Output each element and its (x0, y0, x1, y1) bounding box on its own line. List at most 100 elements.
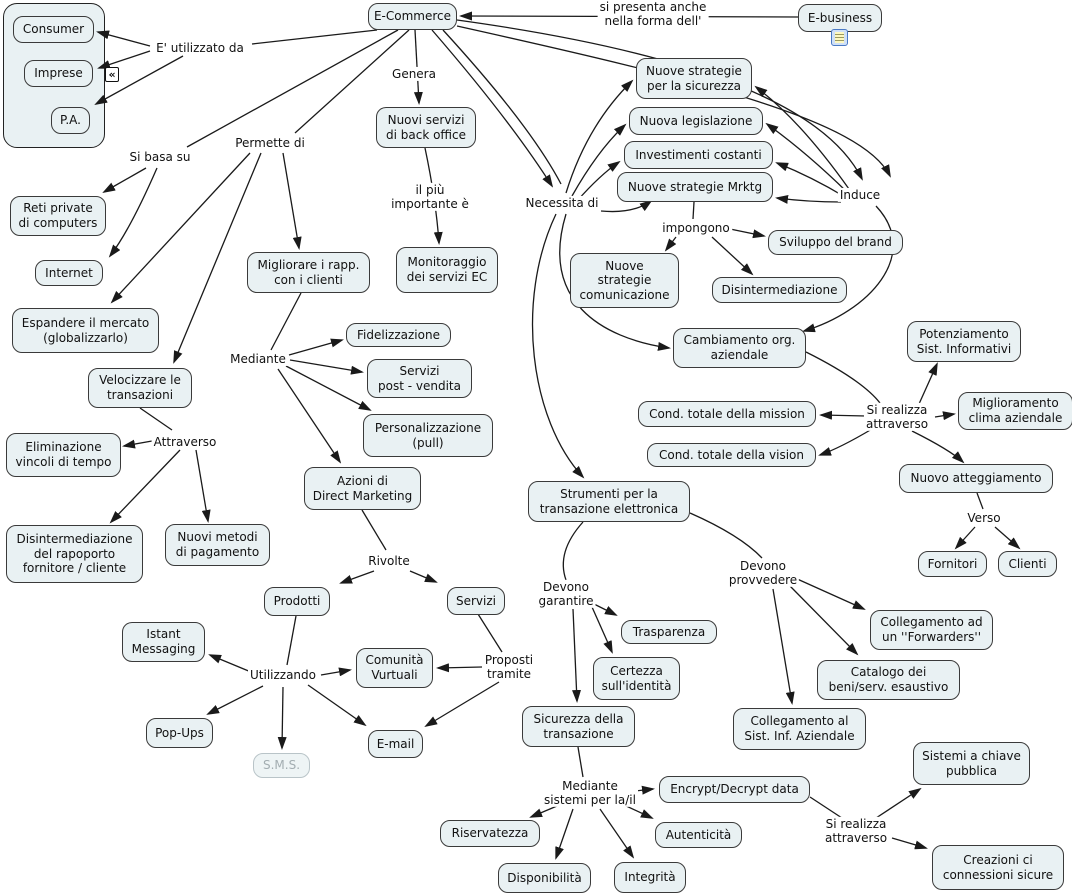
node-espandere-mercato[interactable]: Espandere il mercato (globalizzarlo) (12, 308, 159, 353)
edge-33 (805, 351, 881, 404)
edge-24 (754, 85, 850, 190)
edge-42 (139, 407, 173, 431)
node-azioni-direct-marketing[interactable]: Azioni di Direct Marketing (304, 467, 421, 510)
node-servizi[interactable]: Servizi (447, 587, 505, 615)
node-nuove-strategie-sicurezza[interactable]: Nuove strategie per la sicurezza (636, 58, 752, 99)
node-migliorare-rapporti[interactable]: Migliorare i rapp. con i clienti (247, 252, 370, 293)
edge-74 (599, 808, 635, 859)
node-collegamento-forwarders[interactable]: Collegamento ad un ''Forwarders'' (870, 610, 993, 650)
node-fidelizzazione[interactable]: Fidelizzazione (346, 323, 451, 347)
node-nuovi-metodi-pagamento[interactable]: Nuovi metodi di pagamento (165, 524, 270, 566)
node-integrita[interactable]: Integrità (614, 862, 686, 893)
node-certezza-identita[interactable]: Certezza sull'identità (593, 657, 680, 700)
edge-3 (94, 55, 184, 105)
label-il-piu-importante[interactable]: il più importante è (389, 182, 471, 212)
label-verso[interactable]: Verso (965, 510, 1003, 526)
node-monitoraggio-servizi[interactable]: Monitoraggio dei servizi EC (396, 247, 498, 293)
node-ebusiness[interactable]: E-business (798, 4, 882, 32)
node-sicurezza-transazione[interactable]: Sicurezza della transazione (522, 706, 635, 747)
edge-48 (289, 359, 364, 375)
node-consumer[interactable]: Consumer (13, 16, 94, 43)
collapse-icon[interactable]: « (105, 67, 119, 82)
node-disintermediazione[interactable]: Disintermediazione (712, 277, 847, 303)
label-induce[interactable]: Induce (837, 187, 883, 203)
node-sms[interactable]: S.M.S. (253, 753, 310, 778)
label-si-presenta[interactable]: si presenta anche nella forma dell' (597, 0, 709, 29)
edge-44 (109, 449, 181, 524)
node-comunita-virtuali[interactable]: Comunità Vurtuali (356, 648, 433, 688)
label-permette-di[interactable]: Permette di (233, 135, 307, 151)
node-nuova-legislazione[interactable]: Nuova legislazione (629, 107, 763, 135)
node-trasparenza[interactable]: Trasparenza (621, 620, 717, 644)
label-si-realizza-attraverso-2[interactable]: Si realizza attraverso (822, 816, 890, 846)
node-riservatezza[interactable]: Riservatezza (440, 820, 540, 847)
node-potenziamento-sist[interactable]: Potenziamento Sist. Informativi (907, 321, 1021, 362)
label-impongono[interactable]: impongono (660, 220, 732, 236)
label-devono-garantire[interactable]: Devono garantire (536, 579, 596, 609)
node-fornitori[interactable]: Fornitori (918, 551, 987, 577)
node-nuove-strategie-mrktg[interactable]: Nuove strategie Mrktg (617, 172, 773, 202)
edge-60 (477, 613, 503, 653)
label-rivolte[interactable]: Rivolte (366, 553, 412, 569)
label-necessita-di[interactable]: Necessita di (523, 195, 601, 211)
edge-43 (122, 439, 153, 449)
node-autenticita[interactable]: Autenticità (655, 822, 742, 848)
edge-70 (772, 588, 795, 705)
node-strumenti-transazione[interactable]: Strumenti per la transazione elettronica (528, 481, 690, 522)
node-cond-mission[interactable]: Cond. totale della mission (638, 401, 816, 427)
edge-5 (102, 167, 147, 193)
edge-7 (294, 29, 410, 134)
node-personalizzazione[interactable]: Personalizzazione (pull) (363, 414, 493, 457)
node-encrypt-decrypt[interactable]: Encrypt/Decrypt data (659, 776, 810, 803)
label-mediante-sistemi[interactable]: Mediante sistemi per la/il (542, 778, 638, 808)
edge-45 (195, 449, 211, 523)
node-clienti[interactable]: Clienti (998, 551, 1057, 577)
node-investimenti-costanti[interactable]: Investimenti costanti (624, 141, 773, 169)
node-disponibilita[interactable]: Disponibilità (498, 863, 591, 893)
node-sistemi-chiave-pubblica[interactable]: Sistemi a chiave pubblica (913, 742, 1030, 785)
node-pa[interactable]: P.A. (51, 107, 90, 134)
node-sviluppo-brand[interactable]: Sviluppo del brand (768, 230, 903, 255)
edge-10 (282, 152, 302, 250)
edge-28 (802, 205, 894, 333)
edge-14 (431, 29, 554, 188)
node-nuovo-atteggiamento[interactable]: Nuovo atteggiamento (899, 464, 1053, 493)
edge-38 (911, 430, 965, 464)
label-genera[interactable]: Genera (390, 66, 438, 82)
label-proposti-tramite[interactable]: Proposti tramite (482, 652, 536, 682)
edge-73 (555, 808, 574, 860)
label-attraverso[interactable]: Attraverso (151, 434, 219, 450)
label-si-basa-su[interactable]: Si basa su (127, 149, 193, 165)
edge-62 (424, 681, 500, 728)
node-internet[interactable]: Internet (35, 260, 103, 286)
node-email[interactable]: E-mail (368, 730, 423, 758)
node-nuovi-servizi-back-office[interactable]: Nuovi servizi di back office (376, 107, 476, 148)
node-velocizzare-transazioni[interactable]: Velocizzare le transazioni (88, 368, 192, 408)
label-devono-provvedere[interactable]: Devono provvedere (726, 558, 800, 588)
node-imprese[interactable]: Imprese (24, 60, 93, 87)
node-miglioramento-clima[interactable]: Miglioramento clima aziendale (958, 392, 1072, 430)
node-prodotti[interactable]: Prodotti (264, 587, 330, 616)
node-eliminazione-vincoli[interactable]: Eliminazione vincoli di tempo (6, 433, 121, 477)
node-cambiamento-org[interactable]: Cambiamento org. aziendale (673, 328, 806, 368)
node-nuove-strategie-comunicazione[interactable]: Nuove strategie comunicazione (570, 253, 679, 308)
edge-31 (729, 228, 766, 239)
node-collegamento-sist-aziendale[interactable]: Collegamento al Sist. Inf. Aziendale (733, 708, 866, 750)
node-disintermediazione-rapporto[interactable]: Disintermediazione del rapoporto fornito… (6, 525, 143, 583)
node-creazioni-connessioni[interactable]: Creazioni ci connessioni sicure (932, 845, 1064, 890)
node-servizi-post-vendita[interactable]: Servizi post - vendita (367, 359, 472, 398)
label-mediante[interactable]: Mediante (228, 351, 288, 367)
node-cond-vision[interactable]: Cond. totale della vision (647, 443, 816, 467)
node-popups[interactable]: Pop-Ups (146, 718, 213, 748)
label-utilizzando[interactable]: Utilizzando (247, 667, 319, 683)
node-reti-private[interactable]: Reti private di computers (10, 196, 106, 236)
label-si-realizza-attraverso-1[interactable]: Si realizza attraverso (863, 402, 931, 432)
node-catalogo-beni[interactable]: Catalogo dei beni/serv. esaustivo (817, 660, 960, 700)
edge-56 (320, 667, 352, 677)
edge-67 (572, 608, 582, 703)
node-istant-messaging[interactable]: Istant Messaging (122, 622, 205, 662)
label-e-utilizzato-da[interactable]: E' utilizzato da (154, 40, 246, 56)
node-ecommerce[interactable]: E-Commerce (368, 3, 457, 30)
resource-icon[interactable] (831, 29, 848, 46)
edge-59 (307, 684, 367, 727)
